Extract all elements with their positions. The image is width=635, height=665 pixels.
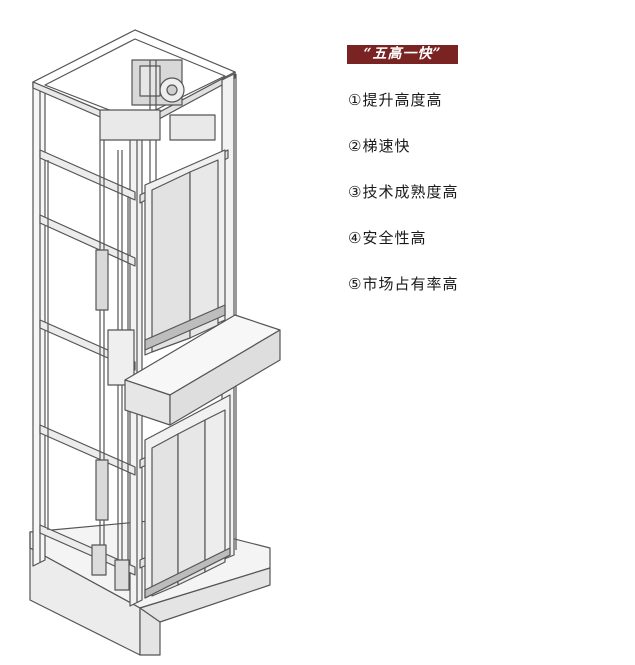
- feature-item: ⑤市场占有率高: [348, 275, 459, 293]
- feature-item: ②梯速快: [348, 137, 411, 155]
- feature-list: ①提升高度高 ②梯速快 ③技术成熟度高 ④安全性高 ⑤市场占有率高: [348, 90, 458, 320]
- car-roof-box: [124, 314, 281, 426]
- feature-item: ①提升高度高: [348, 91, 443, 109]
- guide-rails: [95, 140, 135, 580]
- slogan-banner: “五高一快”: [347, 45, 458, 64]
- feature-item: ④安全性高: [348, 229, 427, 247]
- pit-buffers: [91, 544, 130, 591]
- upper-door-panel: [144, 149, 226, 356]
- shaft-crossbars-left: [39, 149, 136, 576]
- feature-item: ③技术成熟度高: [348, 183, 459, 201]
- elevator-car: [144, 394, 231, 599]
- traction-machine: [99, 59, 216, 240]
